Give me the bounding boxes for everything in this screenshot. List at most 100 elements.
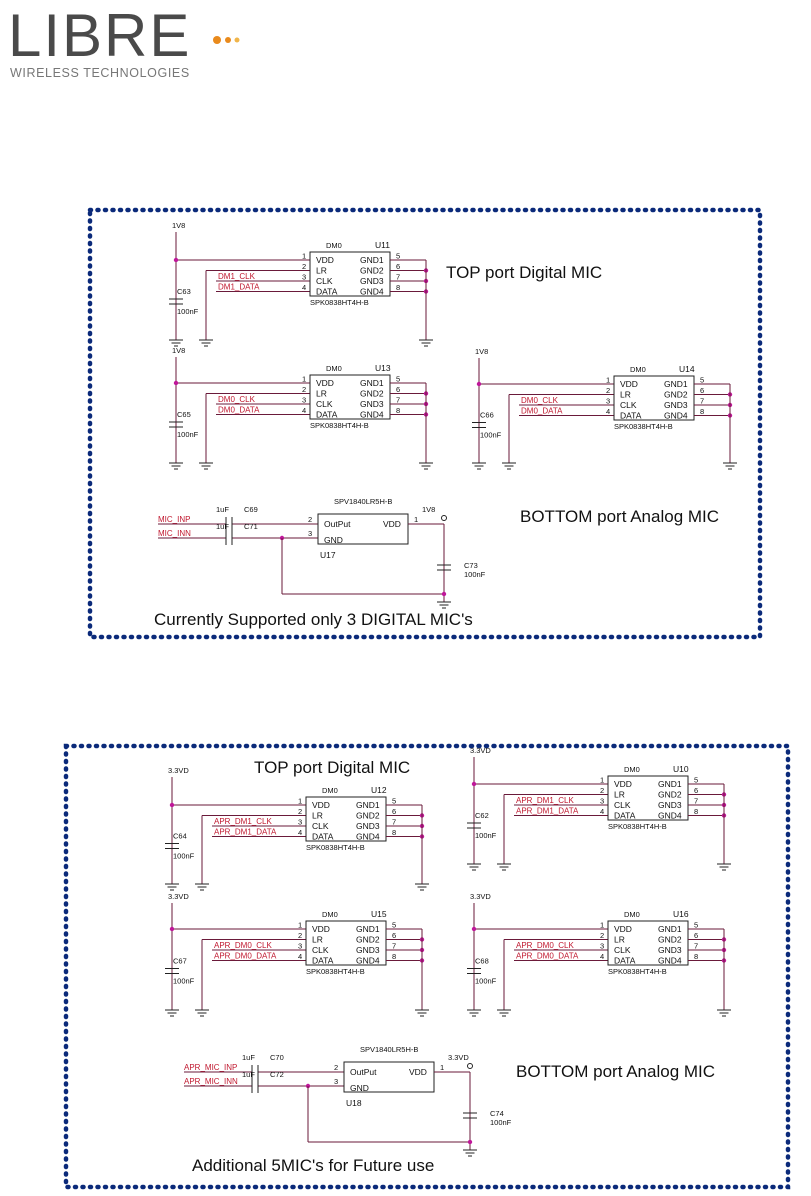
ground-symbol <box>463 1149 477 1157</box>
pin-num: 1 <box>302 375 306 384</box>
pin-name: DATA <box>316 410 338 420</box>
ic-ref: U13 <box>375 363 391 373</box>
ground-symbol <box>199 339 213 347</box>
cap-value: 100nF <box>475 977 497 986</box>
pin-num: 4 <box>600 807 604 816</box>
ground-symbol <box>195 1009 209 1017</box>
digital-mic-U12: 3.3VDC64100nFAPR_DM1_CLKAPR_DM1_DATA1234… <box>165 766 429 891</box>
top-frame <box>87 207 763 640</box>
ground-symbol <box>497 1009 511 1017</box>
junction-dot <box>476 381 482 387</box>
pin-num: 1 <box>606 376 610 385</box>
pin-num: 6 <box>694 786 698 795</box>
cap-value: 1uF <box>242 1053 255 1062</box>
dmo-label: DM0 <box>322 786 338 795</box>
pin-name: DATA <box>316 287 338 297</box>
supply-label: 1V8 <box>172 346 185 355</box>
pin-num: 2 <box>302 262 306 271</box>
pin-num: 3 <box>308 529 312 538</box>
cap-ref: C73 <box>464 561 478 570</box>
ic-part: SPK0838HT4H-B <box>306 843 365 852</box>
junction-dot <box>471 781 477 787</box>
pin-name: CLK <box>316 399 333 409</box>
pin-num: 8 <box>396 406 400 415</box>
dmo-label: DM0 <box>326 241 342 250</box>
cap-value: 1uF <box>242 1070 255 1079</box>
supply-label: 1V8 <box>172 221 185 230</box>
pin-name: GND2 <box>658 935 682 945</box>
pin-num: 8 <box>700 407 704 416</box>
ic-part: SPK0838HT4H-B <box>306 967 365 976</box>
ic-part: SPV1840LR5H-B <box>360 1045 418 1054</box>
dmo-label: DM0 <box>624 910 640 919</box>
ground-symbol <box>165 883 179 891</box>
logo-subtitle: WIRELESS TECHNOLOGIES <box>10 66 190 80</box>
ic-ref: U11 <box>375 240 390 250</box>
ic-part: SPK0838HT4H-B <box>310 421 369 430</box>
pin-name: GND3 <box>360 399 384 409</box>
ground-symbol <box>717 1009 731 1017</box>
pin-num: 8 <box>694 952 698 961</box>
pin-name: GND2 <box>356 811 380 821</box>
junction-dot <box>173 257 179 263</box>
cap-value: 100nF <box>490 1118 512 1127</box>
pin-name: LR <box>316 389 327 399</box>
dmo-label: DM0 <box>630 365 646 374</box>
ground-symbol <box>467 863 481 871</box>
pin-num: 2 <box>308 515 312 524</box>
pin-num: 4 <box>606 407 610 416</box>
pin-num: 7 <box>392 942 396 951</box>
pin-name: OutPut <box>324 519 351 529</box>
pin-name: GND4 <box>356 832 380 842</box>
ic-body <box>305 796 387 842</box>
pin-num: 7 <box>396 396 400 405</box>
pin-name: GND1 <box>658 779 682 789</box>
pin-name: GND2 <box>664 390 688 400</box>
pin-name: GND2 <box>360 266 384 276</box>
pin-name: VDD <box>614 924 632 934</box>
pin-name: LR <box>312 811 323 821</box>
supply-label: 3.3VD <box>168 766 189 775</box>
pin-num: 7 <box>392 818 396 827</box>
digital-mic-U10: 3.3VDC62100nFAPR_DM1_CLKAPR_DM1_DATA1234… <box>467 746 731 871</box>
pin-name: GND1 <box>360 378 384 388</box>
ic-ref: U12 <box>371 785 387 795</box>
pin-num: 1 <box>600 776 604 785</box>
pin-name: CLK <box>312 821 329 831</box>
net-data: APR_DM1_DATA <box>214 828 277 837</box>
pin-name: LR <box>614 790 625 800</box>
pin-name: CLK <box>614 945 631 955</box>
pin-num: 2 <box>298 931 302 940</box>
pin-name: GND2 <box>360 389 384 399</box>
ic-body <box>309 374 391 420</box>
ground-symbol <box>497 863 511 871</box>
pin-num: 3 <box>334 1077 338 1086</box>
ic-part: SPK0838HT4H-B <box>614 422 673 431</box>
supply-label: 3.3VD <box>448 1053 469 1062</box>
pin-name: GND4 <box>360 410 384 420</box>
ic-ref: U18 <box>346 1098 362 1108</box>
ic-ref: U10 <box>673 764 689 774</box>
digital-mic-U16: 3.3VDC68100nFAPR_DM0_CLKAPR_DM0_DATA1234… <box>467 892 731 1017</box>
cap-ref: C71 <box>244 522 258 531</box>
top-block-footer: Currently Supported only 3 DIGITAL MIC's <box>154 610 473 629</box>
supply-label: 3.3VD <box>470 746 491 755</box>
pin-num: 5 <box>694 921 698 930</box>
pin-num: 2 <box>600 786 604 795</box>
supply-label: 3.3VD <box>470 892 491 901</box>
cap-ref: C62 <box>475 811 489 820</box>
pin-num: 8 <box>396 283 400 292</box>
pin-name: VDD <box>312 924 330 934</box>
pin-num: 8 <box>392 952 396 961</box>
pin-name: DATA <box>312 956 334 966</box>
junction-dot <box>441 591 447 597</box>
pin-name: GND1 <box>360 255 384 265</box>
pin-num: 3 <box>600 797 604 806</box>
ic-body <box>305 920 387 966</box>
net-inp: APR_MIC_INP <box>184 1063 237 1072</box>
ground-symbol <box>169 339 183 347</box>
cap-value: 100nF <box>177 307 199 316</box>
